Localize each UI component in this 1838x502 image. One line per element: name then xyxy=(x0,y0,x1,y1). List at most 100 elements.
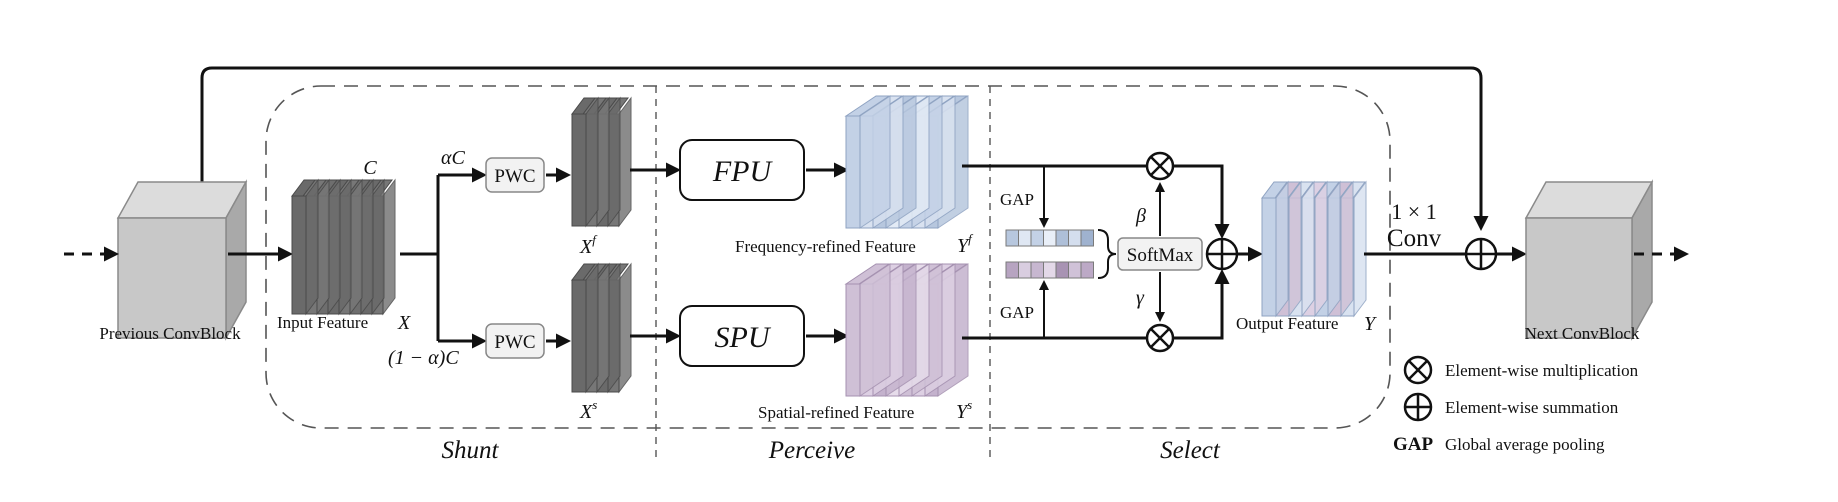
feature-slice xyxy=(845,283,861,397)
gap-top-label: GAP xyxy=(1000,190,1034,209)
pwc-top-label: PWC xyxy=(494,166,535,187)
spu-label: SPU xyxy=(715,321,772,354)
feature-slice-side xyxy=(349,178,363,316)
feature-slice-side xyxy=(360,178,374,316)
section-shunt: Shunt xyxy=(442,437,500,464)
spatial-refined-var: Ys xyxy=(956,397,972,423)
circle-times-icon xyxy=(1145,151,1175,181)
gamma-label: γ xyxy=(1136,287,1145,309)
vector-cell xyxy=(1030,229,1044,247)
vector-cell xyxy=(1005,261,1019,279)
spatial-refined-feature-stack xyxy=(844,263,969,397)
feature-slice-side xyxy=(305,178,319,316)
legend-sum-label: Element-wise summation xyxy=(1445,398,1619,417)
skip-connection xyxy=(200,66,1489,231)
legend: Element-wise multiplication Element-wise… xyxy=(1393,355,1639,455)
circle-times-icon xyxy=(1145,323,1175,353)
gap-vector-spatial xyxy=(1005,261,1094,279)
feature-slice xyxy=(571,113,587,227)
vector-cell xyxy=(1068,261,1082,279)
frequency-refined-var: Yf xyxy=(957,231,974,257)
feature-slice-side xyxy=(1275,180,1289,318)
feature-slice-side xyxy=(327,178,341,316)
section-perceive: Perceive xyxy=(768,437,856,464)
frequency-refined-feature-stack xyxy=(844,95,969,229)
gap-bottom-label: GAP xyxy=(1000,303,1034,322)
feature-slice-side xyxy=(607,96,621,228)
legend-gap-key: GAP xyxy=(1393,434,1434,455)
module-boundary xyxy=(265,85,1391,429)
conv-label: Conv xyxy=(1387,225,1442,252)
channel-c-label: C xyxy=(363,157,377,179)
alpha-c-label: αC xyxy=(441,147,465,169)
circle-plus-icon xyxy=(1205,237,1239,271)
spatial-refined-label: Spatial-refined Feature xyxy=(758,403,914,422)
vector-cell xyxy=(1080,229,1094,247)
split-lines xyxy=(400,175,440,341)
feature-slice-side xyxy=(338,178,352,316)
circle-times-icon xyxy=(1403,355,1433,385)
output-feature-var: Y xyxy=(1364,313,1377,335)
pwc-bottom-label: PWC xyxy=(494,332,535,353)
circle-plus-icon xyxy=(1403,392,1433,422)
vector-cell xyxy=(1018,229,1032,247)
feature-slice-side xyxy=(618,262,632,394)
input-feature-var: X xyxy=(397,312,411,334)
feature-slice-side xyxy=(596,96,610,228)
one-minus-alpha-c-label: (1 − α)C xyxy=(388,347,459,369)
vector-cell xyxy=(1055,261,1069,279)
feature-slice-side xyxy=(1327,180,1341,318)
vector-cell xyxy=(1043,229,1057,247)
feature-slice-side xyxy=(371,178,385,316)
feature-slice xyxy=(291,195,307,315)
input-feature-stack xyxy=(291,178,396,316)
next-convblock xyxy=(1524,179,1654,341)
xf-label: Xf xyxy=(579,232,598,258)
softmax-label: SoftMax xyxy=(1127,245,1194,266)
feature-slice-side xyxy=(585,262,599,394)
output-feature-label: Output Feature xyxy=(1236,314,1338,333)
xf-feature-stack xyxy=(571,96,632,228)
feature-slice-side xyxy=(859,95,891,229)
input-feature-label: Input Feature xyxy=(277,313,368,332)
feature-slice xyxy=(571,279,587,393)
vector-cell xyxy=(1055,229,1069,247)
feature-slice-side xyxy=(618,96,632,228)
vector-cell xyxy=(1018,261,1032,279)
frequency-refined-label: Frequency-refined Feature xyxy=(735,237,916,256)
circle-plus-icon xyxy=(1464,237,1498,271)
softmax-block: SoftMax xyxy=(1117,237,1203,271)
feature-slice-side xyxy=(596,262,610,394)
feature-slice-side xyxy=(859,263,891,397)
spu-block: SPU xyxy=(679,305,805,367)
gap-vector-frequency xyxy=(1005,229,1094,247)
vector-cell xyxy=(1043,261,1057,279)
fpu-label: FPU xyxy=(712,155,774,188)
legend-gap-desc: Global average pooling xyxy=(1445,435,1605,454)
vector-cell xyxy=(1080,261,1094,279)
pwc-top-block: PWC xyxy=(485,157,545,193)
feature-slice-side xyxy=(1288,180,1302,318)
vector-cell xyxy=(1030,261,1044,279)
vector-cell xyxy=(1005,229,1019,247)
feature-slice-side xyxy=(585,96,599,228)
feature-slice-side xyxy=(1353,180,1367,318)
xs-feature-stack xyxy=(571,262,632,394)
feature-slice-side xyxy=(1314,180,1328,318)
xs-label: Xs xyxy=(579,397,597,423)
feature-slice-side xyxy=(382,178,396,316)
vector-cell xyxy=(1068,229,1082,247)
feature-slice-side xyxy=(607,262,621,394)
softmax-brace xyxy=(1097,229,1117,279)
mult-to-sum-top xyxy=(1173,164,1230,239)
previous-convblock xyxy=(116,179,248,341)
feature-slice-side xyxy=(1301,180,1315,318)
next-convblock-label: Next ConvBlock xyxy=(1525,324,1640,343)
feature-slice-side xyxy=(316,178,330,316)
section-select: Select xyxy=(1160,437,1221,464)
fpu-block: FPU xyxy=(679,139,805,201)
output-feature-stack xyxy=(1261,180,1367,318)
feature-slice xyxy=(845,115,861,229)
beta-label: β xyxy=(1135,205,1146,227)
